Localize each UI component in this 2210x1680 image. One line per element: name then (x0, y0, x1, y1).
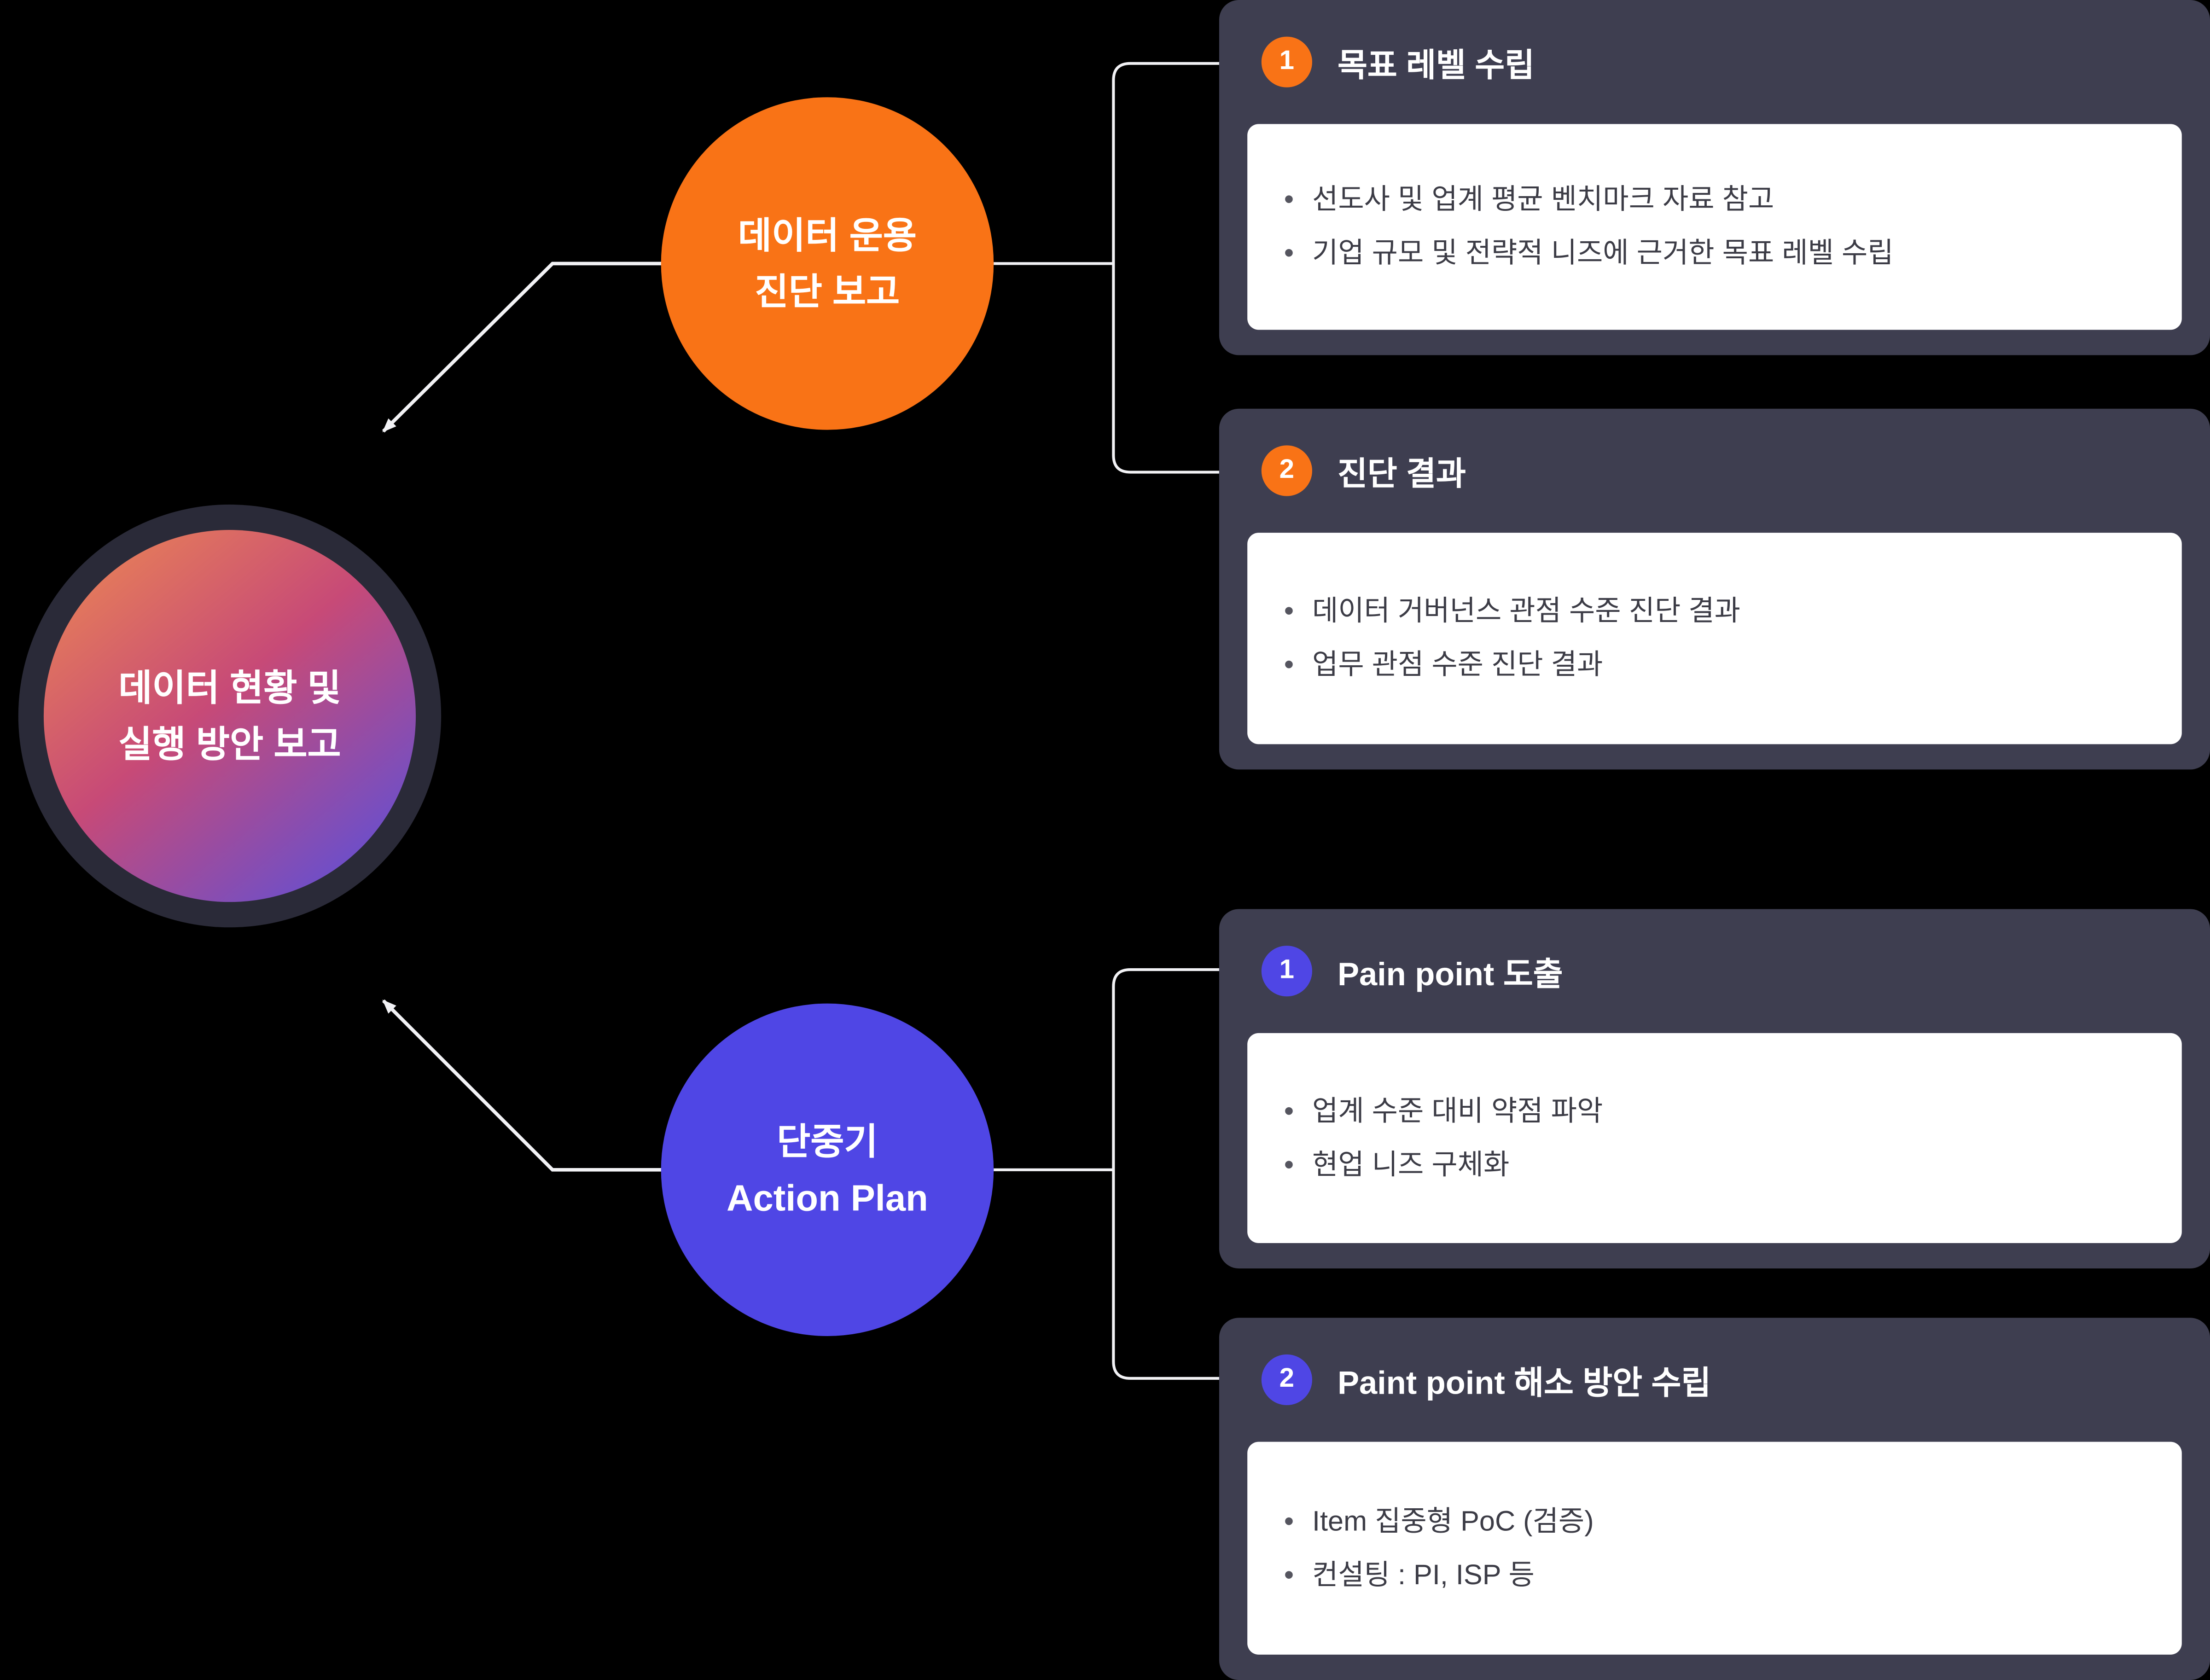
bullet-item: 데이터 거버넌스 관점 수준 진단 결과 (1279, 593, 2151, 630)
card-diagnosis-result: 2 진단 결과 데이터 거버넌스 관점 수준 진단 결과 업무 관점 수준 진단… (1219, 408, 2210, 770)
bullet-list: 데이터 거버넌스 관점 수준 진단 결과 업무 관점 수준 진단 결과 (1279, 576, 2151, 700)
bullet-item: 기업 규모 및 전략적 니즈에 근거한 목표 레벨 수립 (1279, 235, 2151, 272)
node-action-plan-label-line1: 단중기 (777, 1120, 878, 1163)
number-badge: 2 (1261, 1354, 1312, 1406)
node-data-operation-diagnosis: 데이터 운용 진단 보고 (661, 97, 994, 430)
card-goal-level-panel: 선도사 및 업계 평균 벤치마크 자료 참고 기업 규모 및 전략적 니즈에 근… (1247, 124, 2182, 330)
card-pain-point-panel: 업계 수준 대비 약점 파악 현업 니즈 구체화 (1247, 1033, 2182, 1243)
card-goal-level: 1 목표 레벨 수립 선도사 및 업계 평균 벤치마크 자료 참고 기업 규모 … (1219, 0, 2210, 355)
node-action-plan-label: 단중기 Action Plan (727, 1113, 928, 1227)
bracket-diagnosis-cards (1112, 62, 1219, 474)
bullet-list: 업계 수준 대비 약점 파악 현업 니즈 구체화 (1279, 1076, 2151, 1200)
arrow-diagnosis-to-root (382, 262, 663, 433)
number-badge: 1 (1261, 36, 1312, 87)
root-node-label-line2: 실행 방안 보고 (118, 723, 341, 766)
node-diagnosis-label: 데이터 운용 진단 보고 (738, 207, 917, 320)
bracket-action-plan-cards (1112, 968, 1219, 1380)
card-pain-point-resolution-header: 2 Paint point 해소 방안 수립 (1219, 1318, 2210, 1442)
number-badge: 1 (1261, 946, 1312, 997)
bullet-item: 선도사 및 업계 평균 벤치마크 자료 참고 (1279, 182, 2151, 219)
root-node-label-line1: 데이터 현황 및 (118, 666, 341, 709)
root-node-label: 데이터 현황 및 실행 방안 보고 (118, 659, 341, 773)
card-pain-point: 1 Pain point 도출 업계 수준 대비 약점 파악 현업 니즈 구체화 (1219, 909, 2210, 1269)
bullet-item: 업무 관점 수준 진단 결과 (1279, 647, 2151, 684)
card-diagnosis-result-panel: 데이터 거버넌스 관점 수준 진단 결과 업무 관점 수준 진단 결과 (1247, 533, 2182, 744)
bullet-item: Item 집중형 PoC (검증) (1279, 1503, 2151, 1540)
bullet-item: 업계 수준 대비 약점 파악 (1279, 1093, 2151, 1130)
bullet-list: Item 집중형 PoC (검증) 컨설팅 : PI, ISP 등 (1279, 1486, 2151, 1610)
card-pain-point-resolution: 2 Paint point 해소 방안 수립 Item 집중형 PoC (검증)… (1219, 1318, 2210, 1680)
root-node: 데이터 현황 및 실행 방안 보고 (18, 504, 442, 928)
node-action-plan-label-line2: Action Plan (727, 1177, 928, 1219)
arrow-action-plan-to-root (382, 999, 663, 1172)
card-pain-point-header: 1 Pain point 도출 (1219, 909, 2210, 1033)
root-node-gradient: 데이터 현황 및 실행 방안 보고 (43, 530, 416, 902)
card-title: Paint point 해소 방안 수립 (1338, 1364, 1711, 1401)
card-goal-level-header: 1 목표 레벨 수립 (1219, 0, 2210, 124)
bullet-item: 컨설팅 : PI, ISP 등 (1279, 1557, 2151, 1593)
card-title: 목표 레벨 수립 (1338, 47, 1535, 83)
node-diagnosis-label-line2: 진단 보고 (755, 270, 900, 313)
card-diagnosis-result-header: 2 진단 결과 (1219, 409, 2210, 533)
number-badge: 2 (1261, 445, 1312, 496)
node-diagnosis-label-line1: 데이터 운용 (738, 214, 917, 256)
card-title: 진단 결과 (1338, 455, 1466, 492)
bullet-item: 현업 니즈 구체화 (1279, 1146, 2151, 1183)
node-action-plan: 단중기 Action Plan (661, 1003, 994, 1337)
card-title: Pain point 도출 (1338, 955, 1563, 993)
bullet-list: 선도사 및 업계 평균 벤치마크 자료 참고 기업 규모 및 전략적 니즈에 근… (1279, 165, 2151, 289)
card-pain-point-resolution-panel: Item 집중형 PoC (검증) 컨설팅 : PI, ISP 등 (1247, 1442, 2182, 1655)
